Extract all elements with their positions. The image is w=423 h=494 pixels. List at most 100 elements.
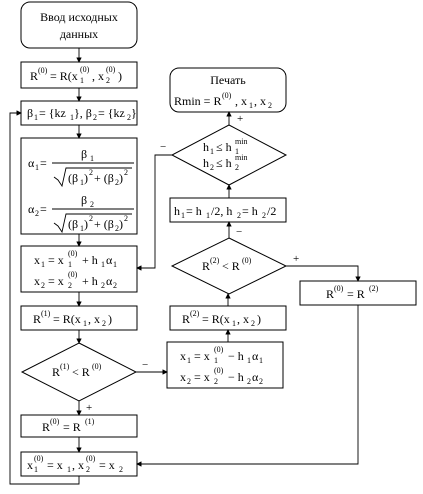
svg-text:x: x [34, 274, 40, 288]
label-check-no: − [160, 141, 166, 153]
update-x-node: x 1 (0) = x 1 , x 2 (0) = x 2 [20, 451, 138, 477]
svg-text:(0): (0) [68, 249, 78, 258]
svg-text:): ) [108, 312, 112, 326]
svg-text:= h: = h [242, 204, 258, 218]
edge-check-no [136, 154, 172, 271]
svg-text:}: } [131, 106, 137, 120]
svg-text:, x: , x [92, 69, 104, 83]
alpha-node: α 1 = β 1 (β 1 ) 2 + (β 2 ) 2 α 2 = β 2 … [20, 137, 138, 235]
svg-text:2: 2 [268, 101, 272, 110]
svg-text:1: 1 [67, 465, 71, 474]
svg-text:α: α [106, 274, 113, 288]
svg-text:(0): (0) [106, 65, 116, 74]
print-title: Печать [210, 73, 246, 87]
svg-text:): ) [84, 217, 88, 231]
svg-text:− h: − h [228, 349, 244, 363]
svg-text:2: 2 [106, 76, 110, 85]
svg-text:/2, h: /2, h [211, 204, 232, 218]
svg-text:2: 2 [210, 163, 214, 172]
svg-text:R: R [182, 312, 190, 326]
svg-text:x: x [27, 458, 33, 472]
svg-text:= x: = x [99, 458, 115, 472]
svg-text:, x: , x [254, 94, 266, 108]
svg-text:= R(x: = R(x [53, 312, 81, 326]
svg-text:≤ h: ≤ h [216, 156, 232, 170]
label-r2-no: − [236, 226, 242, 238]
print-body: Rmin = R (0) , x 1 , x 2 [174, 91, 272, 110]
svg-text:α: α [28, 156, 35, 170]
svg-text:1: 1 [34, 465, 38, 474]
svg-text:= h: = h [186, 204, 202, 218]
update-x-formula: x 1 (0) = x 1 , x 2 (0) = x 2 [27, 454, 123, 474]
decision-h-node: h 1 ≤ h 1 min h 2 ≤ h 2 min [170, 124, 288, 186]
svg-text:): ) [119, 171, 123, 185]
step-back-1: x 1 = x 1 (0) − h 1 α 1 [180, 345, 263, 365]
svg-text:1: 1 [41, 260, 45, 269]
svg-text:/2: /2 [267, 204, 276, 218]
svg-text:h: h [203, 156, 209, 170]
svg-text:min: min [235, 153, 247, 162]
svg-text:}, β: }, β [74, 106, 92, 120]
svg-text:= R(x: = R(x [202, 312, 230, 326]
svg-text:2: 2 [124, 168, 128, 177]
r1-eval-formula: R (1) = R(x 1 , x 2 ) [33, 309, 112, 328]
assign-r1-formula: R (0) = R (1) [42, 417, 95, 434]
svg-text:α: α [252, 370, 259, 384]
beta-node: β 1 = {kz 1 }, β 2 = {kz 2 } [20, 100, 138, 126]
alpha-2-formula: α 2 = β 2 (β 1 ) 2 + (β 2 ) 2 [28, 193, 134, 234]
svg-text:2: 2 [102, 319, 106, 328]
svg-text:= R: = R [347, 287, 365, 301]
r1-eval-node: R (1) = R(x 1 , x 2 ) [20, 305, 138, 331]
svg-text:= x: = x [47, 458, 63, 472]
svg-text:, x: , x [237, 312, 249, 326]
start-node: Ввод исходных данных [20, 1, 138, 49]
svg-text:(0): (0) [34, 454, 44, 463]
svg-text:(2): (2) [369, 284, 379, 293]
svg-text:x: x [34, 253, 40, 267]
edge-loop-back [9, 110, 80, 485]
svg-text:1: 1 [259, 356, 263, 365]
edge-r2-yes [286, 265, 361, 282]
svg-text:β: β [27, 106, 33, 120]
svg-text:(0): (0) [50, 417, 60, 426]
svg-text:1: 1 [68, 260, 72, 269]
svg-text:1: 1 [80, 76, 84, 85]
svg-text:1: 1 [80, 224, 84, 233]
svg-text:(0): (0) [242, 256, 252, 265]
svg-text:1: 1 [247, 356, 251, 365]
svg-text:1: 1 [206, 211, 210, 220]
svg-text:(0): (0) [92, 362, 102, 371]
step-back-node: x 1 = x 1 (0) − h 1 α 1 x 2 = x 2 (0) − … [166, 341, 284, 389]
svg-text:1: 1 [181, 211, 185, 220]
svg-text:= {kz: = {kz [98, 106, 125, 120]
svg-text:2: 2 [89, 214, 93, 223]
branch-labels: − + − + − + [86, 113, 299, 414]
svg-text:(0): (0) [38, 66, 48, 75]
assign-r1-node: R (0) = R (1) [20, 414, 138, 438]
label-r1-yes: + [86, 402, 92, 414]
svg-text:2: 2 [187, 377, 191, 386]
halve-h-node: h 1 = h 1 /2, h 2 = h 2 /2 [169, 197, 287, 223]
decision-r2-node: R (2) < R (0) [170, 237, 288, 295]
beta-formula: β 1 = {kz 1 }, β 2 = {kz 2 } [27, 106, 137, 122]
svg-text:= x: = x [48, 274, 64, 288]
svg-text:1: 1 [113, 260, 117, 269]
svg-text:2: 2 [68, 281, 72, 290]
svg-text:R: R [326, 287, 334, 301]
svg-text:1: 1 [249, 101, 253, 110]
r2-eval-node: R (2) = R(x 1 , x 2 ) [169, 305, 287, 331]
svg-text:= {kz: = {kz [39, 106, 66, 120]
svg-text:=: = [40, 202, 47, 216]
svg-text:2: 2 [124, 214, 128, 223]
svg-text:Rmin = R: Rmin = R [174, 94, 221, 108]
svg-text:+ h: + h [82, 253, 98, 267]
svg-text:2: 2 [35, 209, 39, 218]
svg-text:x: x [180, 349, 186, 363]
svg-text:= R: = R [63, 420, 81, 434]
svg-text:(2): (2) [190, 309, 200, 318]
svg-text:+ (β: + (β [94, 171, 114, 185]
svg-text:=: = [40, 156, 47, 170]
svg-text:2: 2 [90, 200, 94, 209]
svg-text:1: 1 [235, 147, 239, 156]
label-check-yes: + [237, 113, 243, 125]
